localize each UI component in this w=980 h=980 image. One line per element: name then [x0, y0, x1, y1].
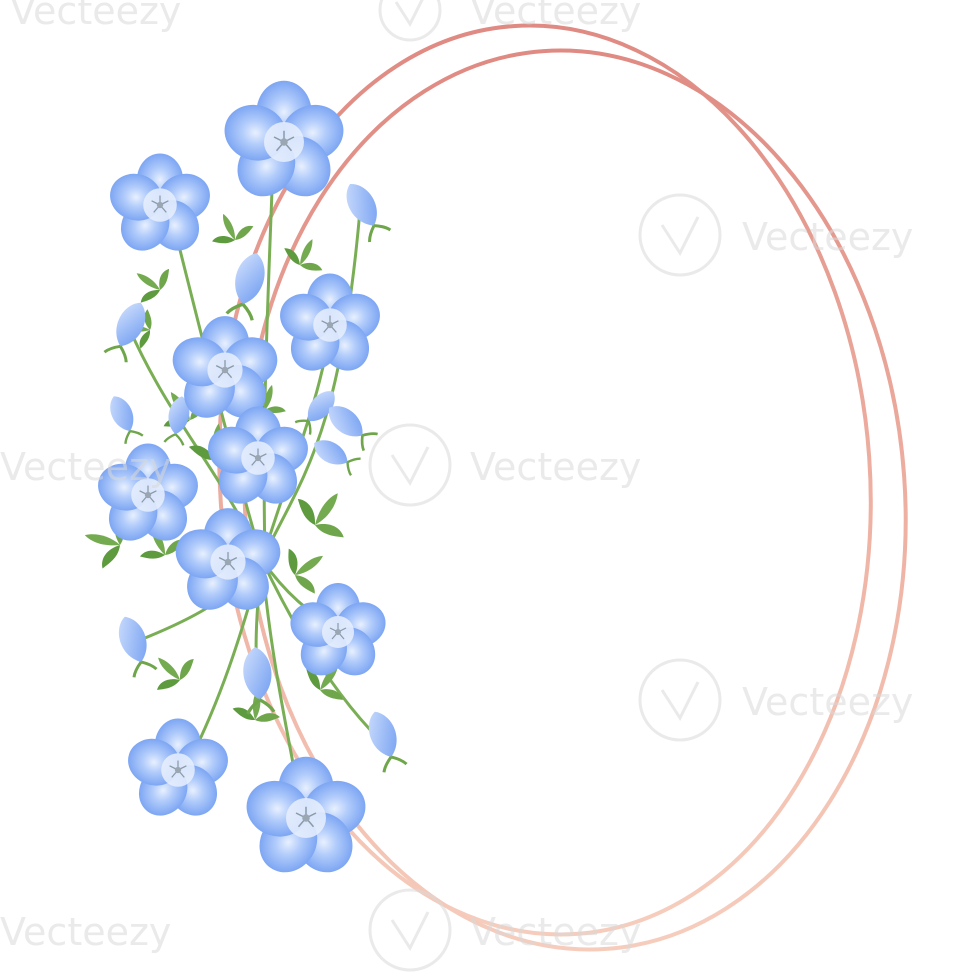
watermark-text: Vecteezy: [470, 910, 641, 954]
watermark-text: Vecteezy: [470, 445, 641, 489]
watermark-text: Vecteezy: [742, 680, 913, 724]
watermark-text: Vecteezy: [0, 445, 171, 489]
watermark-layer: Vecteezy Vecteezy Vecteezy Vecteezy Vect…: [0, 0, 913, 972]
watermark-badge: [638, 193, 722, 277]
watermark-badge: [378, 0, 442, 42]
watermark-text: Vecteezy: [10, 0, 181, 33]
watermark-badge: [368, 888, 452, 972]
watermark-badge: [638, 658, 722, 742]
watermark-text: Vecteezy: [470, 0, 641, 33]
watermark-text: Vecteezy: [742, 215, 913, 259]
watermark-text: Vecteezy: [0, 910, 171, 954]
watermark-badge: [368, 423, 452, 507]
